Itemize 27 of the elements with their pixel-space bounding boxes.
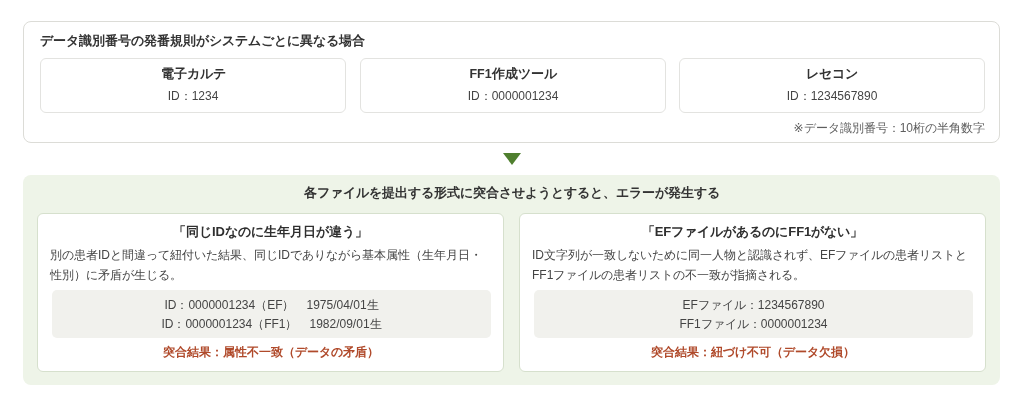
id-line: FF1ファイル：0000001234 xyxy=(679,315,828,333)
id-line: EFファイル：1234567890 xyxy=(682,296,825,314)
description-text: ID文字列が一致しないために同一人物と認識されず、EFファイルの患者リストとFF1ファイルの患者リストの不一致が指摘される。 xyxy=(532,247,969,284)
case-card xyxy=(37,213,504,372)
id-text: ID：0000001234 xyxy=(467,88,559,105)
case-title: 「EFファイルがあるのにFF1がない」 xyxy=(641,223,864,241)
id-text: ID：1234567890 xyxy=(786,88,878,105)
system-card xyxy=(40,58,346,113)
section-panel xyxy=(23,21,1000,143)
case-card xyxy=(519,213,986,372)
result-panel xyxy=(23,175,1000,385)
description-text: 別の患者IDと間違って紐付いた結果、同じIDでありながら基本属性（生年月日・性別）に矛盾が生じる。 xyxy=(50,247,483,284)
panel-heading: データ識別番号の発番規則がシステムごとに異なる場合 xyxy=(40,32,365,50)
down-arrow xyxy=(503,153,521,165)
case-title: 「同じIDなのに生年月日が違う」 xyxy=(173,223,368,241)
panel-heading: 各ファイルを提出する形式に突合させようとすると、エラーが発生する xyxy=(303,184,720,202)
id-text: ID：1234 xyxy=(167,88,219,105)
system-card xyxy=(360,58,666,113)
result-text: 突合結果：属性不一致（データの矛盾） xyxy=(162,344,379,361)
system-name: レセコン xyxy=(806,66,858,83)
system-name: 電子カルテ xyxy=(160,66,226,83)
result-text: 突合結果：紐づけ不可（データ欠損） xyxy=(650,344,855,361)
system-card xyxy=(679,58,985,113)
system-name: FF1作成ツール xyxy=(469,66,557,83)
footnote: ※データ識別番号：10桁の半角数字 xyxy=(793,120,985,137)
id-line: ID：0000001234（FF1） 1982/09/01生 xyxy=(161,315,382,333)
id-line: ID：0000001234（EF） 1975/04/01生 xyxy=(164,296,379,314)
